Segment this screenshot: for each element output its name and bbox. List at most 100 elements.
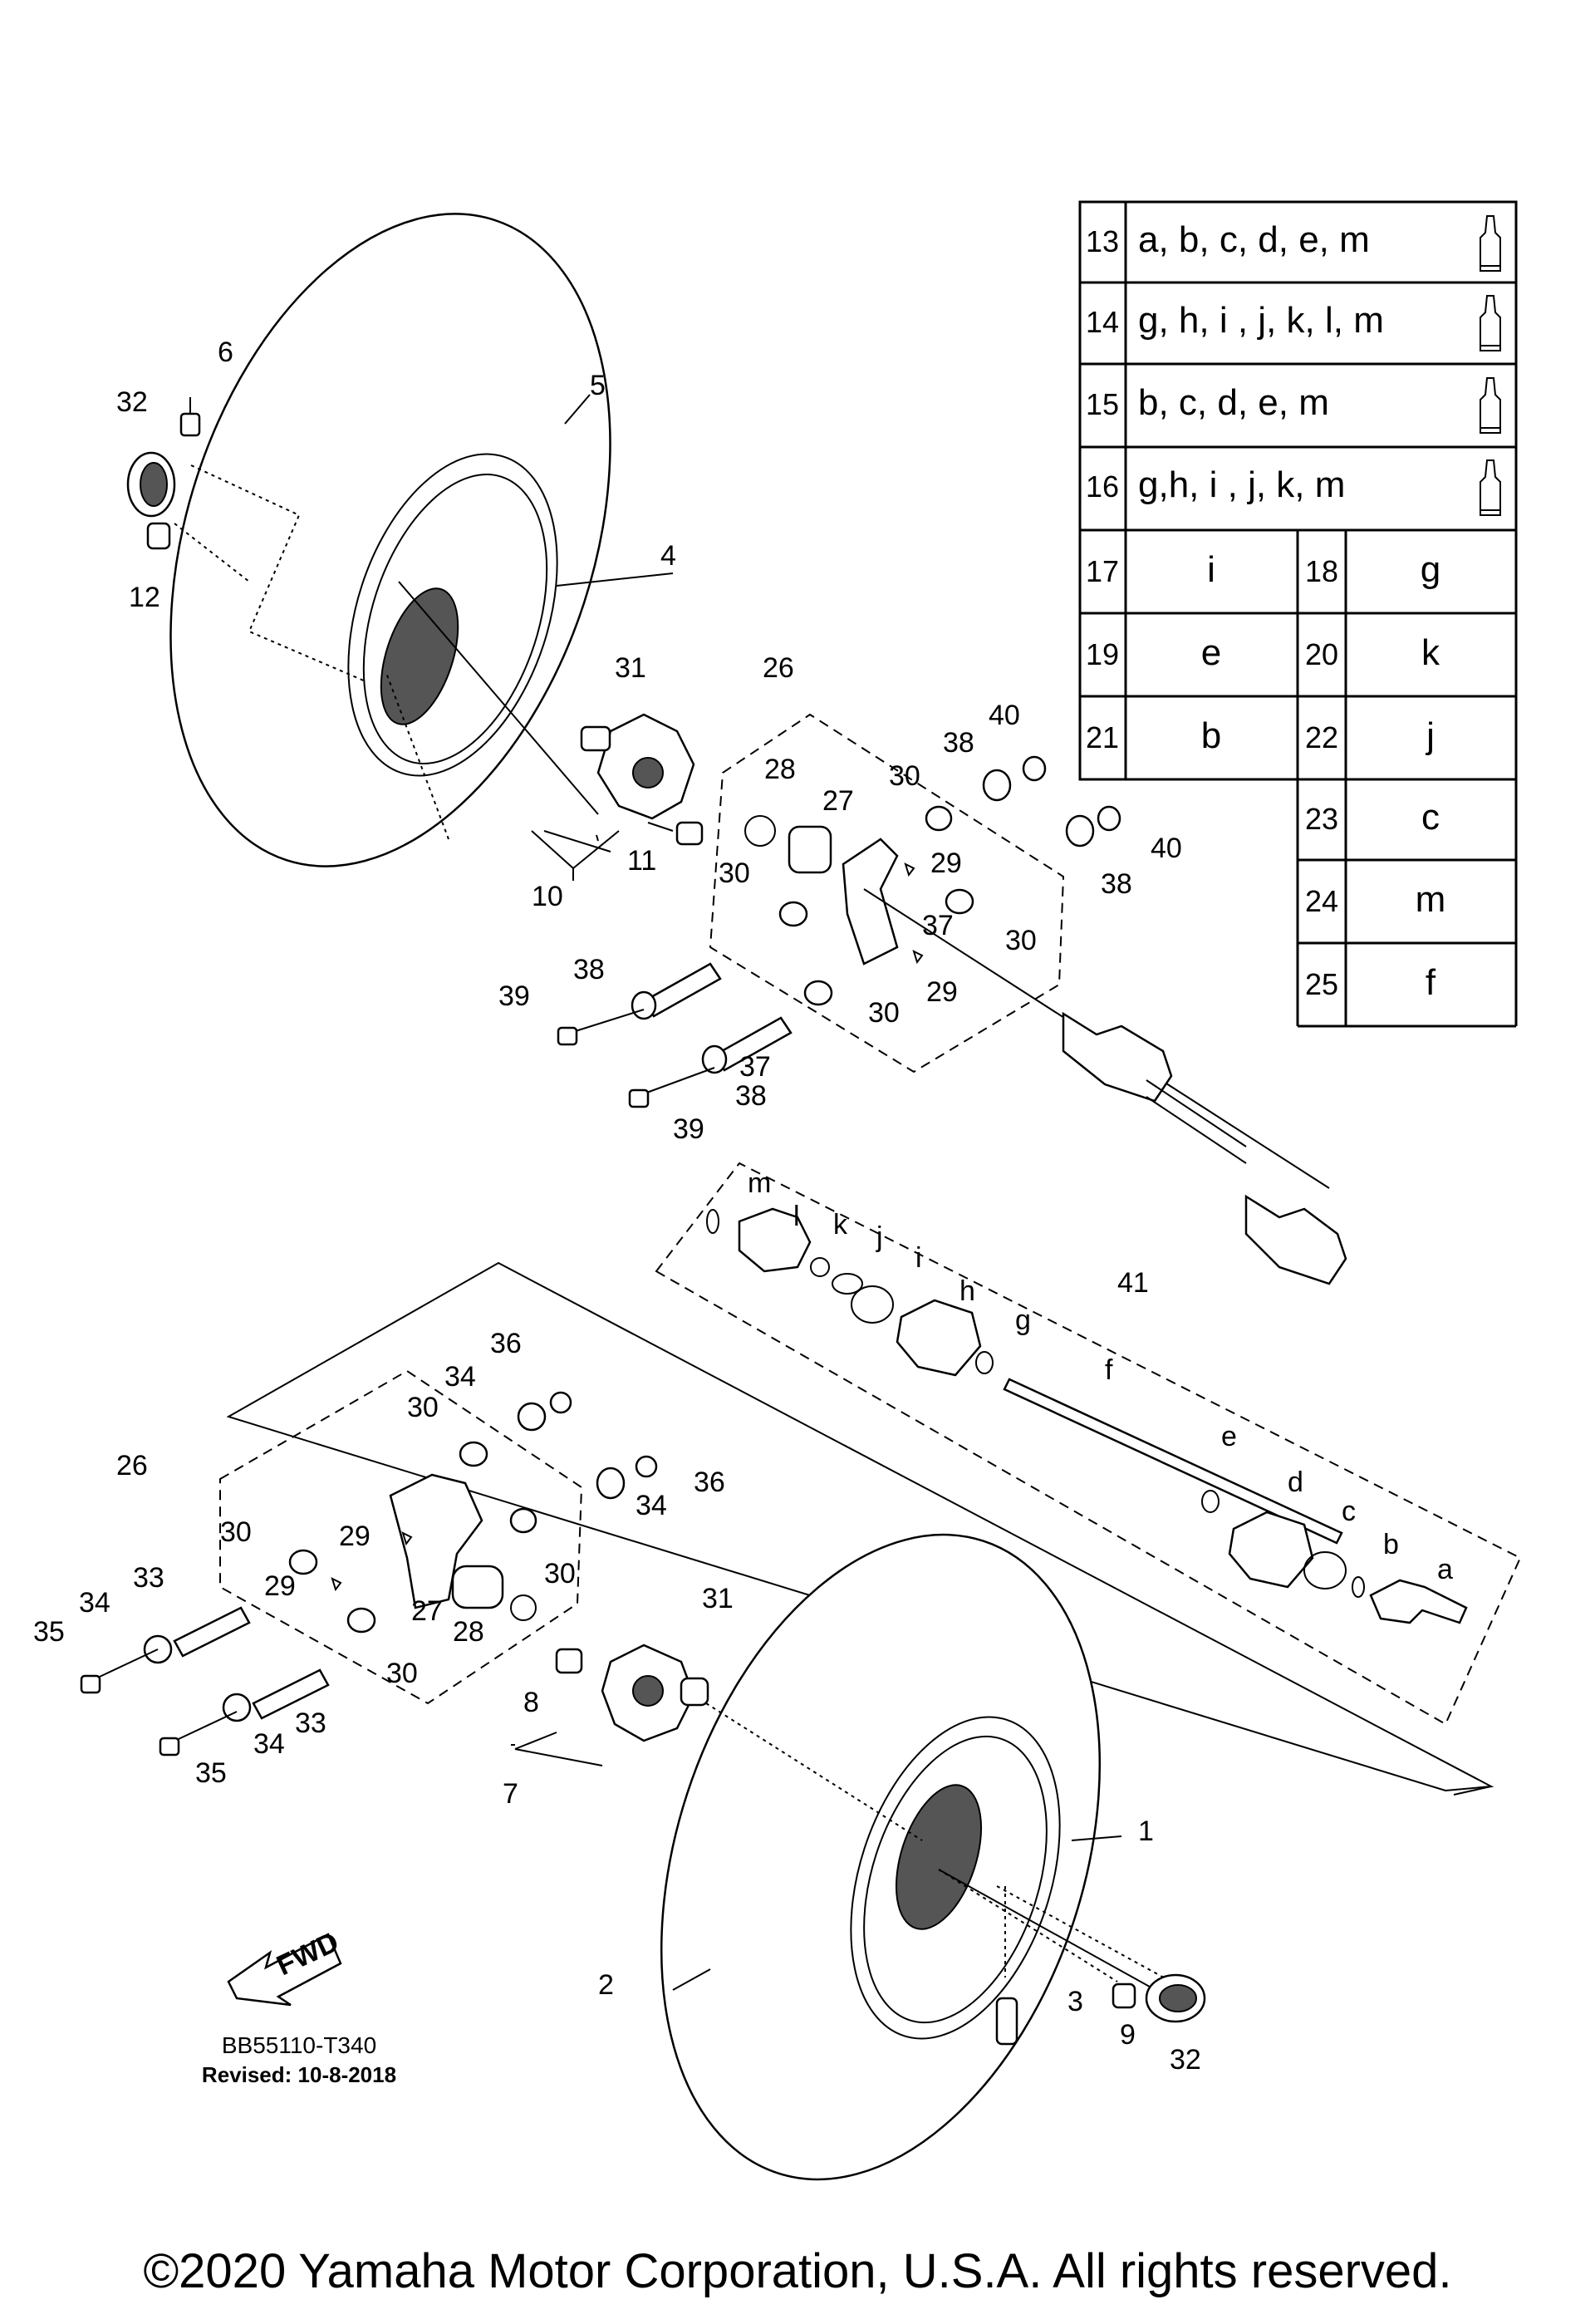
kit-row-contents: g,h, i , j, k, m	[1138, 464, 1345, 505]
callout: 34	[253, 1728, 285, 1760]
single-row-part: 23	[1305, 802, 1338, 836]
callout: 38	[943, 727, 974, 759]
callout: 10	[532, 881, 563, 912]
callout: 40	[989, 700, 1020, 731]
wheel-bolt	[179, 397, 201, 437]
callout: 4	[660, 540, 676, 572]
callout: 34	[444, 1361, 476, 1393]
callout: j	[876, 1221, 883, 1253]
callout: c	[1342, 1496, 1356, 1527]
callout: b	[1383, 1529, 1399, 1560]
pair-row-letter: e	[1201, 632, 1221, 673]
callout: 30	[1005, 925, 1037, 956]
callout: 39	[673, 1113, 704, 1145]
callout-labels: 1 2 3 4 5 6 7 8 9 10 11 12 26 26 27 27 2…	[33, 337, 1453, 2076]
callout: i	[915, 1242, 922, 1274]
lower-hub	[555, 1644, 709, 1742]
callout: 28	[453, 1616, 484, 1648]
callout: 41	[1117, 1267, 1149, 1299]
fwd-arrow-icon: FWD	[227, 1926, 344, 2007]
callout: 33	[133, 1562, 164, 1594]
callout: 35	[195, 1757, 227, 1789]
single-row-letter: m	[1416, 879, 1446, 920]
callout: 29	[339, 1521, 371, 1552]
upper-hub	[580, 713, 704, 846]
callout: 33	[295, 1707, 326, 1739]
pair-row-part: 20	[1305, 637, 1338, 671]
lower-knuckle	[288, 1391, 658, 1634]
callout: 28	[764, 754, 796, 785]
callout: 7	[503, 1778, 518, 1810]
callout: 30	[407, 1392, 439, 1423]
drive-shaft-kit	[706, 1207, 1468, 1624]
pair-row-part: 19	[1086, 637, 1119, 671]
callout: 34	[79, 1587, 110, 1619]
callout: 38	[573, 954, 605, 985]
kit-row-part: 13	[1086, 224, 1119, 258]
kit-row-contents: g, h, i , j, k, l, m	[1138, 300, 1384, 341]
lug-nut	[1112, 1983, 1136, 2009]
callout: k	[833, 1209, 848, 1241]
callout: 8	[523, 1687, 539, 1718]
kit-row-contents: a, b, c, d, e, m	[1138, 219, 1370, 260]
callout: 3	[1067, 1986, 1083, 2017]
grease-tube-icon	[1480, 295, 1501, 351]
pair-row-letter: i	[1207, 549, 1215, 590]
callout: 26	[763, 652, 794, 684]
single-row-part: 24	[1305, 884, 1338, 918]
hub-cap	[1145, 1973, 1206, 2023]
callout: d	[1288, 1467, 1303, 1498]
callout: h	[959, 1275, 975, 1307]
upper-tire	[169, 213, 611, 867]
callout: 38	[735, 1080, 767, 1112]
single-row-letter: c	[1421, 797, 1440, 838]
drawing-code: BB55110-T340	[221, 2032, 377, 2058]
pair-row-part: 22	[1305, 720, 1338, 754]
callout: 11	[627, 845, 656, 877]
callout: m	[748, 1167, 771, 1199]
lug-nut	[146, 522, 171, 550]
grease-tube-icon	[1480, 377, 1501, 434]
callout: 5	[590, 370, 606, 401]
revision-date: Revised: 10-8-2018	[201, 2062, 397, 2087]
callout: 39	[498, 980, 530, 1012]
callout: 1	[1138, 1815, 1154, 1847]
callout: 30	[868, 997, 900, 1029]
callout: 35	[33, 1616, 65, 1648]
callout: g	[1015, 1304, 1031, 1336]
callout: 30	[719, 857, 750, 889]
upper-drive-shaft	[863, 888, 1347, 1285]
pair-row-part: 18	[1305, 554, 1338, 588]
callout: f	[1105, 1354, 1113, 1386]
callout: 30	[544, 1558, 576, 1589]
lower-tire	[660, 1533, 1102, 2181]
kit-row-part: 15	[1086, 387, 1119, 421]
callout: 31	[615, 652, 646, 684]
callout: 31	[702, 1583, 734, 1614]
kit-row-part: 14	[1086, 305, 1119, 339]
callout: 32	[1170, 2044, 1201, 2076]
grease-tube-icon	[1480, 215, 1501, 272]
callout: 26	[116, 1450, 148, 1481]
callout: 27	[822, 785, 854, 817]
pair-row-letter: k	[1421, 632, 1440, 673]
single-row-part: 25	[1305, 967, 1338, 1001]
pair-row-part: 21	[1086, 720, 1119, 754]
legend-table: 13 a, b, c, d, e, m 14 g, h, i , j, k, l…	[1078, 200, 1518, 1028]
leader-lines	[511, 394, 1122, 1991]
callout: 29	[926, 976, 958, 1008]
kit-row-contents: b, c, d, e, m	[1138, 382, 1329, 423]
callout: 30	[889, 760, 920, 792]
pair-row-part: 17	[1086, 554, 1119, 588]
grease-tube-icon	[1480, 459, 1501, 516]
callout: 6	[218, 337, 233, 368]
copyright-notice: ©2020 Yamaha Motor Corporation, U.S.A. A…	[143, 2244, 1452, 2298]
callout: 27	[411, 1595, 443, 1627]
callout: 32	[116, 386, 148, 418]
callout: 12	[129, 582, 160, 613]
upper-knuckle	[744, 805, 974, 1006]
pair-row-letter: b	[1201, 715, 1221, 756]
callout: 2	[598, 1969, 614, 2001]
callout: 36	[694, 1467, 725, 1498]
